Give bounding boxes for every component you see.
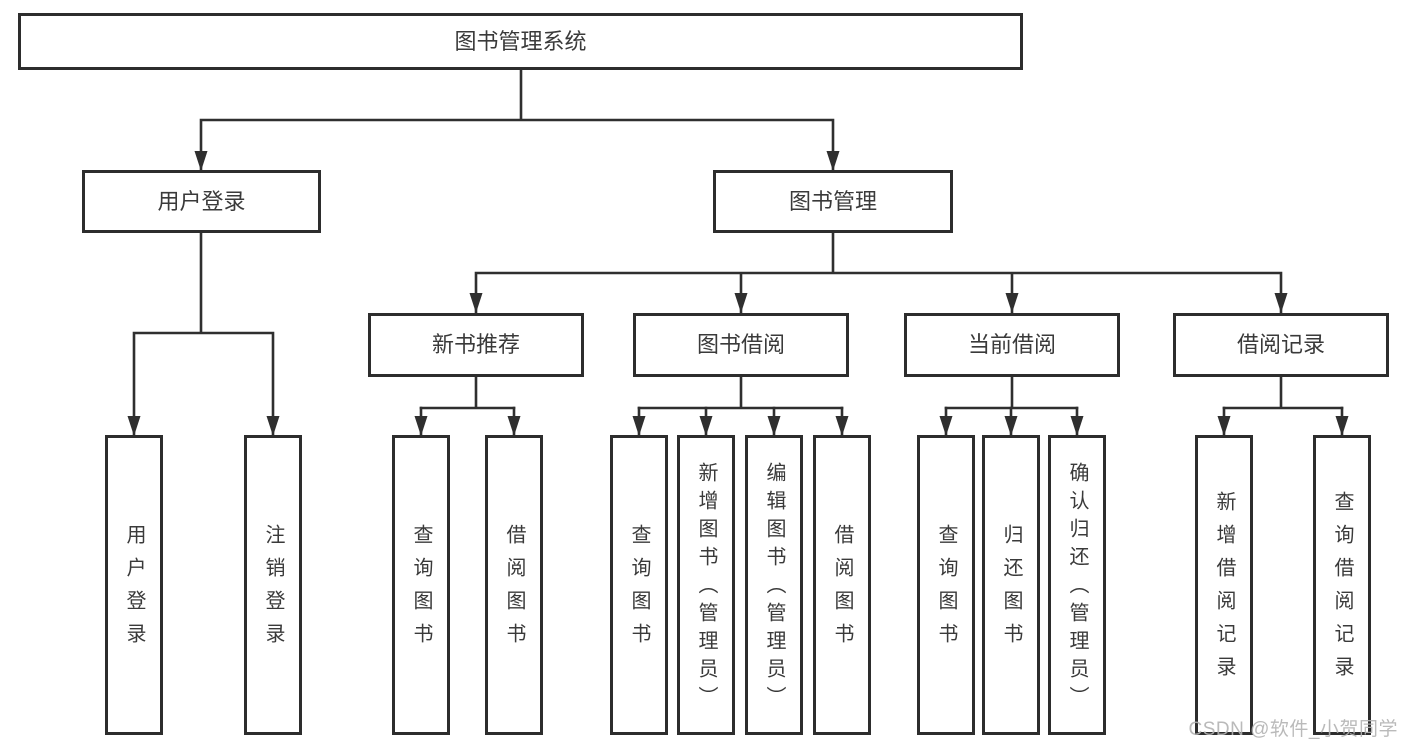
arrow-icon [414,416,428,436]
node-borrow-records: 借阅记录 [1173,313,1389,377]
leaf-add-borrow-record: 新增借阅记录 [1195,435,1253,735]
arrow-icon [699,416,713,436]
node-user-login: 用户登录 [82,170,321,233]
arrow-icon [1070,416,1084,436]
arrow-icon [127,416,141,436]
leaf-borrow-books: 借阅图书 [813,435,871,735]
arrow-icon [632,416,646,436]
leaf-confirm-return-admin: 确认归还（管理员） [1048,435,1106,735]
node-book-management: 图书管理 [713,170,953,233]
arrow-icon [507,416,521,436]
leaf-edit-book-admin: 编辑图书（管理员） [745,435,803,735]
leaf-add-book-admin: 新增图书（管理员） [677,435,735,735]
leaf-query-books-recommend: 查询图书 [392,435,450,735]
leaf-query-books-current: 查询图书 [917,435,975,735]
connector-root-bus [199,68,835,173]
arrow-icon [826,151,840,171]
node-current-borrow: 当前借阅 [904,313,1120,377]
arrow-icon [266,416,280,436]
arrow-icon [194,151,208,171]
leaf-return-books: 归还图书 [982,435,1040,735]
node-new-book-recommend: 新书推荐 [368,313,584,377]
node-library-system: 图书管理系统 [18,13,1023,70]
leaf-query-borrow-record: 查询借阅记录 [1313,435,1371,735]
arrow-icon [767,416,781,436]
arrow-icon [1005,293,1019,313]
arrow-icon [469,293,483,313]
leaf-logout: 注销登录 [244,435,302,735]
csdn-watermark: CSDN @软件_小贺同学 [1188,719,1398,740]
leaf-borrow-books-recommend: 借阅图书 [485,435,543,735]
leaf-query-books-borrow: 查询图书 [610,435,668,735]
arrow-icon [1217,416,1231,436]
arrow-icon [835,416,849,436]
arrow-icon [1004,416,1018,436]
arrow-icon [1335,416,1349,436]
connector-user-login-subtree [132,231,275,438]
connector-level3-buses [419,375,1344,410]
arrow-icon [939,416,953,436]
node-book-borrow: 图书借阅 [633,313,849,377]
arrow-icon [734,293,748,313]
connector-leaf-drops [419,406,1344,438]
leaf-user-login: 用户登录 [105,435,163,735]
connector-book-management-bus [474,231,1283,315]
arrow-icon [1274,293,1288,313]
